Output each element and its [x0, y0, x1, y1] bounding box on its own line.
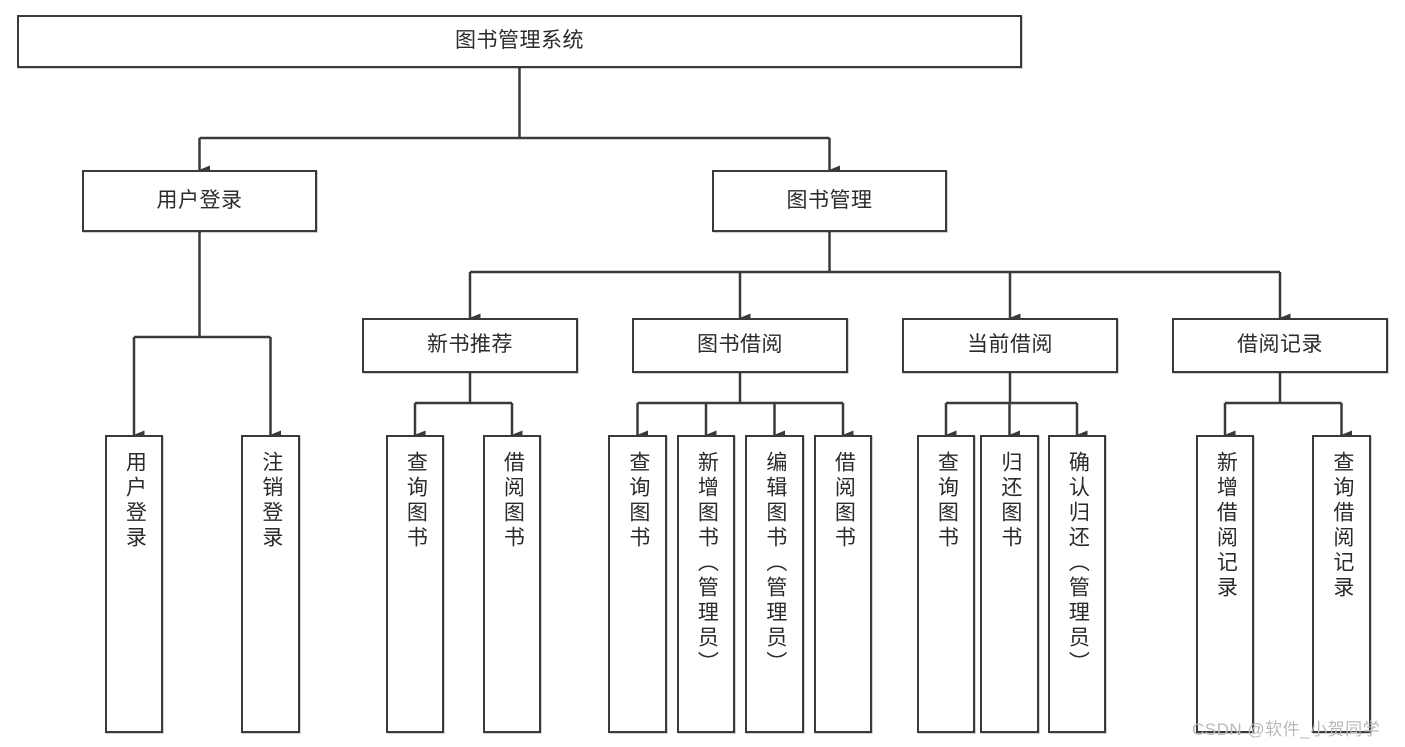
node-borrow-record[interactable]: 借阅记录: [1172, 318, 1388, 373]
node-label: 借阅图书: [832, 451, 856, 551]
node-label: 查询图书: [626, 451, 650, 551]
node-label: 借阅图书: [501, 451, 525, 551]
node-label: 查询图书: [935, 451, 959, 551]
node-leaf-user-logout[interactable]: 注销登录: [241, 435, 300, 733]
node-leaf-bb-add[interactable]: 新增图书（管理员）: [677, 435, 735, 733]
node-label: 新书推荐: [427, 333, 513, 357]
node-leaf-cb-return[interactable]: 归还图书: [980, 435, 1039, 733]
edge-group: [132, 68, 1352, 440]
node-label: 新增图书（管理员）: [695, 451, 719, 676]
node-label: 确认归还（管理员）: [1066, 451, 1090, 676]
node-label: 新增借阅记录: [1214, 451, 1238, 601]
node-label: 图书管理: [786, 188, 873, 212]
node-leaf-bb-edit[interactable]: 编辑图书（管理员）: [745, 435, 804, 733]
node-root[interactable]: 图书管理系统: [17, 15, 1022, 68]
node-label: 查询借阅记录: [1330, 451, 1354, 601]
node-leaf-user-login[interactable]: 用户登录: [105, 435, 163, 733]
node-label: 当前借阅: [967, 333, 1053, 357]
node-label: 用户登录: [123, 451, 147, 551]
node-leaf-rec-borrow[interactable]: 借阅图书: [483, 435, 541, 733]
node-book-manage[interactable]: 图书管理: [712, 170, 947, 232]
node-label: 图书借阅: [697, 333, 783, 357]
node-label: 图书管理系统: [455, 29, 584, 53]
node-label: 注销登录: [259, 451, 283, 551]
node-user-login[interactable]: 用户登录: [82, 170, 317, 232]
node-label: 查询图书: [404, 451, 428, 551]
node-leaf-bb-borrow[interactable]: 借阅图书: [814, 435, 872, 733]
node-book-borrow[interactable]: 图书借阅: [632, 318, 848, 373]
node-leaf-br-add[interactable]: 新增借阅记录: [1196, 435, 1254, 733]
node-leaf-bb-query[interactable]: 查询图书: [608, 435, 667, 733]
node-new-book-rec[interactable]: 新书推荐: [362, 318, 578, 373]
node-label: 借阅记录: [1237, 333, 1323, 357]
node-current-borrow[interactable]: 当前借阅: [902, 318, 1118, 373]
node-label: 归还图书: [998, 451, 1022, 551]
node-leaf-rec-query[interactable]: 查询图书: [386, 435, 444, 733]
node-leaf-cb-query[interactable]: 查询图书: [917, 435, 975, 733]
node-leaf-br-query[interactable]: 查询借阅记录: [1312, 435, 1371, 733]
node-leaf-cb-confirm[interactable]: 确认归还（管理员）: [1048, 435, 1106, 733]
node-label: 编辑图书（管理员）: [763, 451, 787, 676]
node-label: 用户登录: [156, 188, 243, 212]
